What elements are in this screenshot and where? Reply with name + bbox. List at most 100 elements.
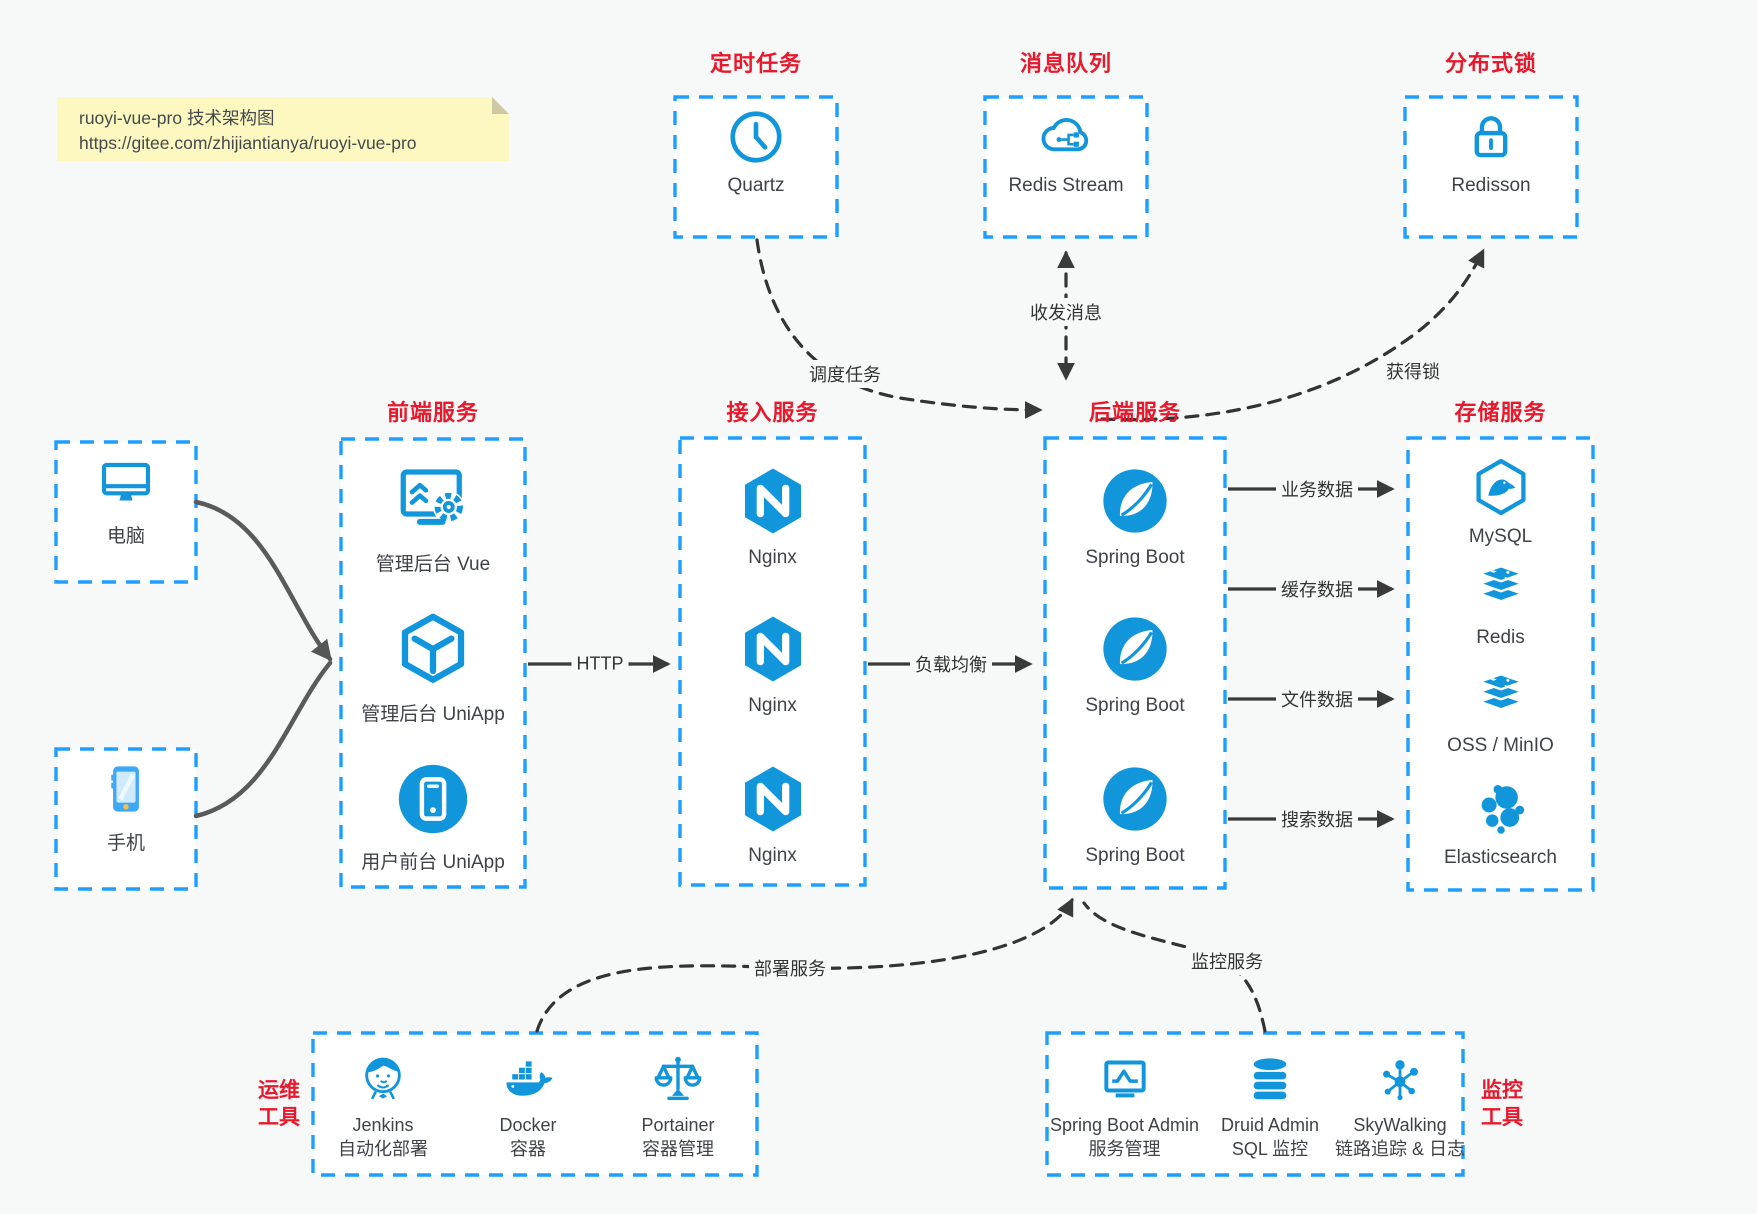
user-app-icon — [398, 764, 468, 834]
nginx-icon — [744, 616, 801, 682]
node-springboot-3: Spring Boot — [1045, 760, 1225, 867]
schedule-arrow — [755, 238, 1043, 419]
lock-icon — [1474, 116, 1508, 158]
edge-label-cache-data: 缓存数据 — [1276, 575, 1358, 603]
node-label: Redis — [1476, 627, 1525, 648]
druid-icon — [1253, 1058, 1287, 1100]
admin-vue-icon — [400, 469, 465, 525]
node-user-uniapp: 用户前台 UniApp — [341, 758, 525, 874]
desktop-icon — [101, 462, 151, 501]
node-label: Jenkins — [352, 1115, 414, 1135]
edge-label-monitor: 监控服务 — [1186, 947, 1268, 975]
edge-label-lock: 获得锁 — [1381, 357, 1445, 385]
edge-label-load-balance: 负载均衡 — [910, 650, 992, 678]
node-label: 电脑 — [106, 526, 145, 547]
edge-label-message: 收发消息 — [1025, 298, 1107, 326]
node-springboot-admin: Spring Boot Admin 服务管理 — [1042, 1052, 1207, 1161]
spring-icon — [1103, 767, 1167, 831]
phone-to-frontend-arrow — [193, 660, 333, 819]
oss-stack-icon — [1478, 673, 1523, 711]
node-nginx-3: Nginx — [680, 760, 865, 867]
edge-label-http: HTTP — [571, 652, 629, 676]
node-oss-minio: OSS / MinIO — [1408, 668, 1593, 757]
node-docker: Docker 容器 — [463, 1052, 593, 1161]
node-druid-admin: Druid Admin SQL 监控 — [1200, 1052, 1340, 1161]
node-label: MySQL — [1468, 526, 1533, 547]
node-redis-stream: Redis Stream — [985, 106, 1147, 197]
ops-title-line2: 工具 — [258, 1106, 300, 1129]
mysql-icon — [1475, 458, 1526, 516]
node-label: Nginx — [748, 547, 797, 568]
pc-to-frontend-arrow — [193, 499, 333, 662]
node-label: Spring Boot — [1085, 845, 1185, 866]
spring-icon — [1103, 469, 1167, 533]
title-note: ruoyi-vue-pro 技术架构图 https://gitee.com/zh… — [57, 97, 509, 161]
node-nginx-1: Nginx — [680, 462, 865, 569]
title-ops-tools: 运维 工具 — [248, 1077, 310, 1131]
node-label: Elasticsearch — [1444, 847, 1557, 868]
ops-title-line1: 运维 — [258, 1079, 300, 1102]
node-sublabel: 容器管理 — [642, 1139, 714, 1159]
lock-arrow — [1100, 248, 1485, 422]
node-springboot-2: Spring Boot — [1045, 610, 1225, 717]
spring-icon — [1103, 617, 1167, 681]
node-label: 管理后台 Vue — [375, 554, 491, 575]
title-monitor-tools: 监控 工具 — [1471, 1077, 1533, 1131]
node-label: Spring Boot — [1085, 695, 1185, 716]
node-springboot-1: Spring Boot — [1045, 462, 1225, 569]
node-admin-vue: 管理后台 Vue — [341, 458, 525, 576]
edge-label-deploy: 部署服务 — [749, 954, 831, 982]
node-redis: Redis — [1408, 560, 1593, 649]
node-label: Druid Admin — [1220, 1115, 1320, 1135]
quartz-box — [673, 95, 839, 239]
note-line2: https://gitee.com/zhijiantianya/ruoyi-vu… — [79, 133, 417, 153]
note-line1: ruoyi-vue-pro 技术架构图 — [79, 108, 275, 128]
skywalking-icon — [1383, 1060, 1418, 1101]
node-mysql: MySQL — [1408, 455, 1593, 548]
title-scheduled-jobs: 定时任务 — [709, 51, 802, 76]
nginx-icon — [744, 766, 801, 832]
node-label: Quartz — [727, 175, 785, 196]
portainer-icon — [654, 1056, 702, 1101]
title-storage: 存储服务 — [1454, 400, 1547, 425]
node-quartz: Quartz — [675, 106, 837, 197]
node-label: Portainer — [641, 1115, 715, 1135]
node-nginx-2: Nginx — [680, 610, 865, 717]
node-label: 管理后台 UniApp — [361, 704, 505, 725]
node-admin-uniapp: 管理后台 UniApp — [341, 608, 525, 726]
node-label: Redis Stream — [1008, 175, 1124, 196]
phone-icon — [111, 766, 139, 812]
node-sublabel: 容器 — [510, 1139, 546, 1159]
clock-icon — [730, 111, 782, 163]
node-jenkins: Jenkins 自动化部署 — [318, 1050, 448, 1161]
node-skywalking: SkyWalking 链路追踪 & 日志 — [1320, 1052, 1480, 1161]
node-sublabel: 自动化部署 — [338, 1139, 428, 1159]
ops-box — [311, 1031, 759, 1177]
node-portainer: Portainer 容器管理 — [613, 1050, 743, 1161]
title-backend: 后端服务 — [1088, 400, 1181, 425]
cloud-stream-icon — [1041, 118, 1089, 152]
node-label: 手机 — [106, 833, 145, 854]
node-label: Docker — [499, 1115, 557, 1135]
monitor-title-line1: 监控 — [1481, 1079, 1523, 1102]
nginx-icon — [744, 468, 801, 534]
title-frontend: 前端服务 — [386, 400, 479, 425]
node-elasticsearch: Elasticsearch — [1408, 780, 1593, 869]
monitor-box — [1045, 1031, 1465, 1177]
node-sublabel: 链路追踪 & 日志 — [1334, 1139, 1465, 1159]
monitor-title-line2: 工具 — [1481, 1106, 1523, 1129]
node-label: 用户前台 UniApp — [361, 852, 505, 873]
node-redisson: Redisson — [1405, 106, 1577, 197]
deploy-arrow — [535, 897, 1074, 1033]
node-mobile: 手机 — [56, 757, 196, 855]
client-arrows — [193, 499, 333, 819]
redis-stack-icon — [1478, 565, 1523, 603]
node-sublabel: 服务管理 — [1088, 1139, 1161, 1159]
node-label: Nginx — [748, 845, 797, 866]
edge-label-search-data: 搜索数据 — [1276, 805, 1358, 833]
node-sublabel: SQL 监控 — [1231, 1139, 1309, 1159]
sba-icon — [1103, 1060, 1146, 1098]
docker-icon — [506, 1061, 553, 1096]
node-label: OSS / MinIO — [1447, 735, 1554, 756]
